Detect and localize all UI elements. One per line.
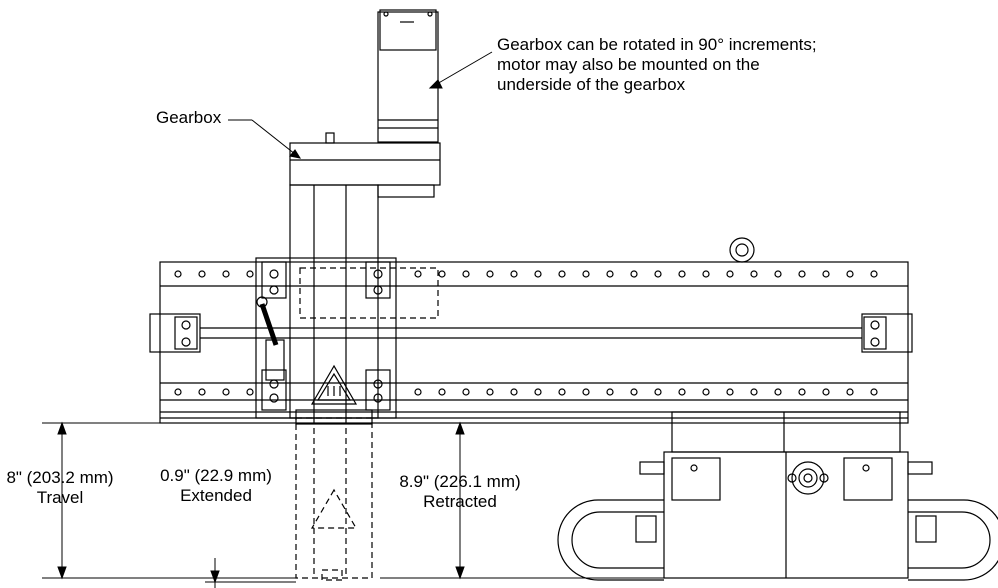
mounting-hole [822,270,830,278]
mounting-hole [846,388,854,396]
mounting-hole [558,388,566,396]
note-line-2: motor may also be mounted on the [497,55,760,74]
mounting-hole [726,388,734,396]
gearbox-callout: Gearbox [156,108,222,127]
mounting-hole [678,270,686,278]
mounting-hole [198,388,206,396]
mounting-hole [582,270,590,278]
travel-caption: Travel [36,488,84,507]
mounting-hole [798,388,806,396]
note-line-1: Gearbox can be rotated in 90° increments… [497,35,817,54]
mounting-hole [510,270,518,278]
extended-caption: Extended [180,486,252,505]
mounting-hole [534,388,542,396]
hot-surface-warning-icon [310,364,358,405]
note-line-3: underside of the gearbox [497,75,686,94]
rail-holes-top [174,270,878,278]
mounting-hole [774,270,782,278]
mounting-hole [846,270,854,278]
mounting-hole [678,388,686,396]
mounting-hole [654,388,662,396]
mounting-hole [702,388,710,396]
mounting-hole [582,388,590,396]
mounting-hole [774,388,782,396]
leader-lines [228,51,493,159]
mounting-hole [558,270,566,278]
mounting-hole [870,270,878,278]
mounting-hole [606,270,614,278]
mounting-hole [222,270,230,278]
extended-dimension: 0.9" (22.9 mm) Extended [160,466,272,506]
mounting-hole [246,388,254,396]
mounting-hole [870,388,878,396]
retracted-caption: Retracted [423,492,497,511]
mounting-hole [438,270,446,278]
end-block-left [149,313,201,353]
mounting-hole [798,270,806,278]
mounting-hole [654,270,662,278]
retracted-value: 8.9" (226.1 mm) [399,472,521,491]
mounting-hole [630,270,638,278]
mounting-hole [510,388,518,396]
mounting-hole [462,388,470,396]
mounting-hole [222,388,230,396]
retracted-dimension: 8.9" (226.1 mm) Retracted [382,472,538,512]
gearbox [289,132,441,198]
mounting-hole [462,270,470,278]
mounting-hole [534,270,542,278]
mounting-hole [198,270,206,278]
mounting-hole [438,388,446,396]
lifting-eye [729,237,755,263]
mounting-hole [486,388,494,396]
dimension-lines [42,421,664,588]
mounting-hole [822,388,830,396]
extended-value: 0.9" (22.9 mm) [160,466,272,485]
mounting-hole [750,270,758,278]
mounting-hole [414,270,422,278]
mounting-hole [486,270,494,278]
gearbox-note: Gearbox can be rotated in 90° increments… [497,35,817,95]
rail-holes-bottom [174,388,878,396]
mounting-hole [246,270,254,278]
mounting-hole [414,388,422,396]
mounting-hole [750,388,758,396]
travel-dimension: 8" (203.2 mm) Travel [4,468,116,508]
mounting-hole [630,388,638,396]
mounting-hole [174,388,182,396]
mounting-hole [702,270,710,278]
extended-position-outline [295,417,373,581]
end-block-right [861,313,913,353]
travel-value: 8" (203.2 mm) [6,468,114,487]
mounting-hole [606,388,614,396]
mounting-hole [726,270,734,278]
motor [377,9,439,143]
mounting-hole [174,270,182,278]
base-bracket [557,411,998,581]
